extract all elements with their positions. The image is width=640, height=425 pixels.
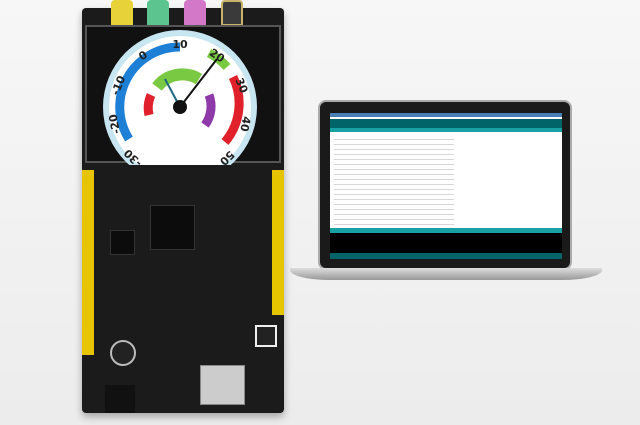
temperature-tick-label: 40 [237,115,253,133]
footer-bar [330,253,562,259]
tab-bar [330,128,562,132]
audio-jack-black [221,0,243,26]
chip [150,205,195,250]
audio-jack-yellow [111,0,133,26]
console [330,233,562,253]
temperature-tick-label: 30 [232,76,250,95]
toolbar [330,119,562,128]
title-bar [330,113,562,117]
power-jack [105,385,135,413]
pin-header-right [272,170,284,315]
audio-jack-green [147,0,169,26]
chip-small [110,230,135,255]
capacitor [110,340,136,366]
pin-header-left [82,170,94,355]
audio-jack-pink [184,0,206,26]
laptop-base [290,268,602,280]
temperature-tick-label: -20 [106,113,123,135]
code-editor[interactable] [334,137,454,237]
status-bar [330,228,562,233]
temperature-tick-label: 10 [172,38,188,51]
sd-card-slot [200,365,245,405]
reset-button [255,325,277,347]
arduino-ide-window [330,113,562,259]
